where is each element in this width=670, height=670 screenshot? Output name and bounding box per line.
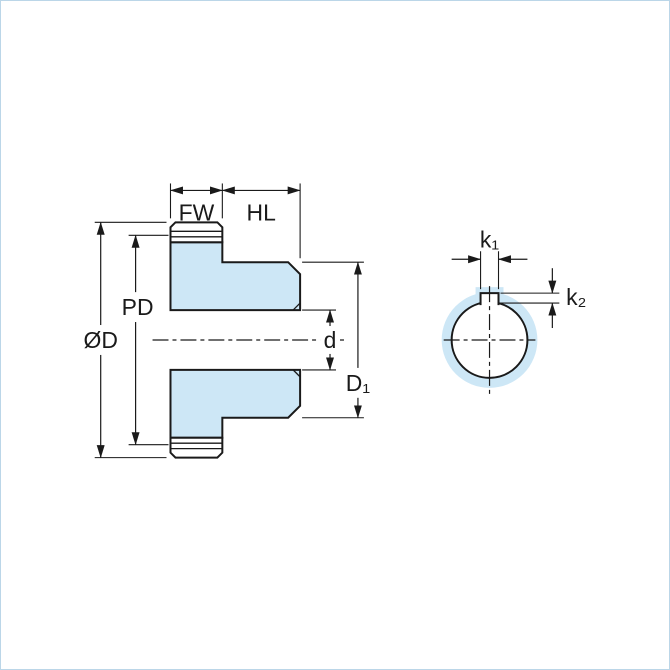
label-outside-diameter: ØD: [84, 327, 118, 353]
label-face-width: FW: [179, 199, 215, 225]
gear-body-upper: [169, 241, 302, 312]
gear-body-lower: [169, 368, 302, 439]
label-bg-pd: [114, 292, 161, 323]
label-hub-diameter: D₁: [346, 370, 371, 396]
bore-chamfer-top: [292, 302, 301, 311]
label-hub-length: HL: [247, 199, 276, 225]
bore-chamfer-bottom: [292, 369, 301, 378]
label-bg-d: [320, 326, 340, 354]
gear-section-view: FW HL ØD PD d D₁: [76, 183, 378, 459]
bore-circle: [450, 301, 529, 379]
label-bore-diameter: d: [324, 327, 337, 353]
label-bg-od: [76, 325, 125, 355]
label-keyway-width: k₁: [480, 226, 499, 252]
label-bg-d1: [337, 367, 378, 398]
label-keyway-depth: k₂: [566, 284, 586, 310]
label-pitch-diameter: PD: [122, 294, 154, 320]
keyway-end-view: k₁ k₂: [441, 226, 586, 394]
tooth-bottom: [169, 436, 224, 459]
